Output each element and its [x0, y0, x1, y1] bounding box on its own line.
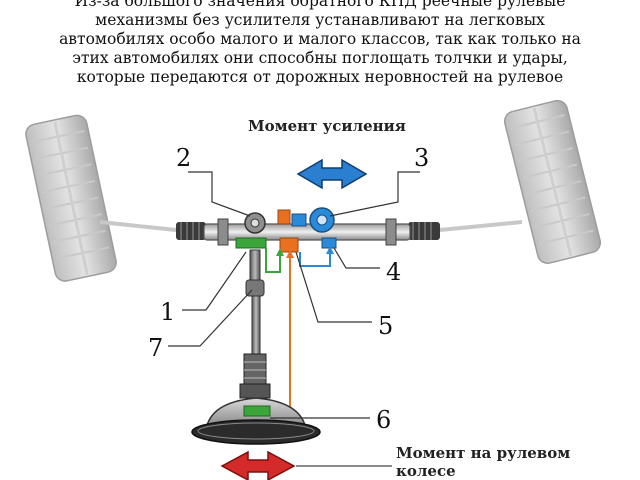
caption-line: этих автомобилях они способны поглощать …: [72, 49, 568, 67]
right-boot: [408, 222, 440, 240]
steering-torque-label-line1: Момент на рулевом: [396, 444, 570, 462]
steering-column: [239, 249, 271, 399]
callout-6: 6: [376, 406, 391, 434]
caption-line: которые передаются от дорожных неровност…: [76, 68, 564, 86]
blue-signal-line: [299, 250, 331, 267]
caption-line: механизмы без усилителя устанавливают на…: [95, 11, 545, 29]
right-wheel: [503, 99, 602, 264]
left-tie-rod: [99, 220, 177, 232]
caption-line: автомобилях особо малого и малого классо…: [59, 30, 581, 48]
right-tie-rod: [439, 220, 523, 232]
callout-7: 7: [148, 334, 163, 362]
steering-wheel: [191, 397, 321, 445]
boost-torque-arrow: [296, 158, 368, 190]
steering-torque-label-line2: колесе: [396, 462, 456, 480]
left-wheel: [25, 114, 117, 282]
callout-4: 4: [386, 258, 401, 286]
caption-text: Из-за большого значения обратного КПД ре…: [0, 0, 640, 87]
boost-torque-label: Момент усиления: [248, 117, 406, 135]
caption-line: Из-за большого значения обратного КПД ре…: [74, 0, 566, 10]
callout-5: 5: [378, 312, 393, 340]
sensor-orange-block: [277, 209, 291, 225]
steering-torque-arrow: [220, 450, 296, 480]
callout-2: 2: [176, 144, 191, 172]
pinion-gear-2: [244, 212, 266, 234]
callout-3: 3: [414, 144, 429, 172]
callout-leaders: [168, 171, 420, 419]
green-signal-line: [265, 248, 281, 273]
rack-housing: [203, 223, 411, 241]
assist-gear-3: [309, 207, 335, 233]
left-boot: [176, 222, 206, 240]
callout-1: 1: [160, 298, 175, 326]
